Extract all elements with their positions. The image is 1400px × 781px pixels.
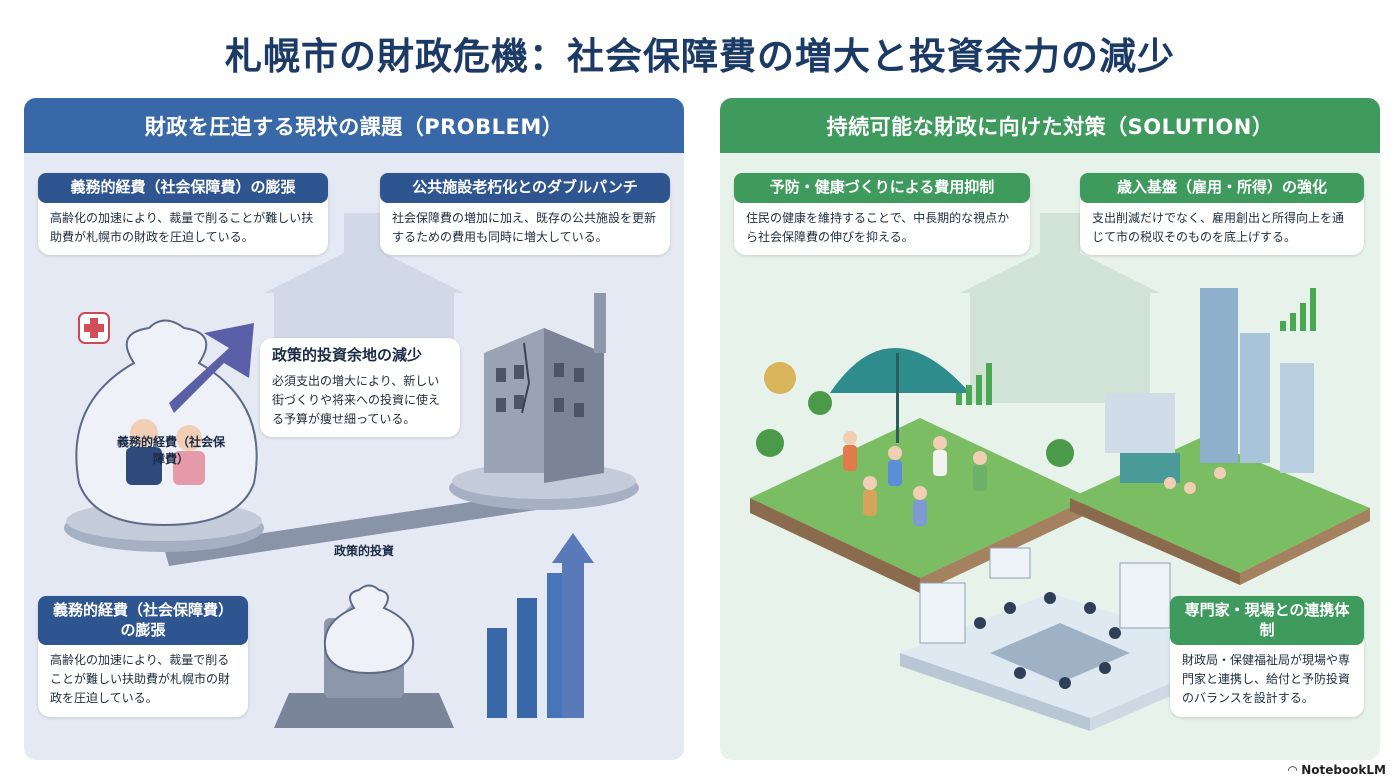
problem-card-title: 政策的投資余地の減少 (272, 346, 423, 364)
rising-arrow-icon (169, 323, 254, 413)
problem-panel-header: 財政を圧迫する現状の課題（PROBLEM） (24, 98, 684, 153)
solution-card-title: 予防・健康づくりによる費用抑制 (734, 173, 1030, 203)
problem-card-investment: 政策的投資余地の減少 必須支出の増大により、新しい街づくりや将来への投資に使える… (260, 338, 460, 438)
umbrella-icon (830, 348, 970, 393)
large-bag-label: 義務的経費（社会保障費） (116, 435, 225, 466)
scale-beam (164, 488, 569, 566)
balance-scale-illustration (64, 213, 639, 728)
growth-chart-icon (956, 363, 992, 405)
solution-card-prevention: 予防・健康づくりによる費用抑制 住民の健康を維持することで、中長期的な視点から社… (734, 173, 1030, 255)
problem-card-title: 義務的経費（社会保障費）の膨張 (38, 173, 328, 203)
people-exercising-icon (843, 431, 987, 526)
notebooklm-logo-icon: ◠ (1287, 763, 1298, 777)
problem-panel: 財政を圧迫する現状の課題（PROBLEM） (24, 98, 684, 760)
solution-card-body: 財政局・保健福祉局が現場や専門家と連携し、給付と予防投資のバランスを設計する。 (1182, 653, 1351, 706)
footer-brand: NotebookLM (1301, 763, 1386, 777)
elderly-man-icon (130, 419, 158, 447)
health-park-scene (750, 348, 1090, 593)
problem-card-aging-facilities: 公共施設老朽化とのダブルパンチ 社会保障費の増加に加え、既存の公共施設を更新する… (380, 173, 670, 255)
problem-card-social-security-repeat: 義務的経費（社会保障費）の膨張 高齢化の加速により、裁量で削ることが難しい扶助費… (38, 596, 248, 717)
solution-card-body: 支出削減だけでなく、雇用創出と所得向上を通じて市の税収そのものを底上げする。 (1092, 210, 1345, 244)
problem-card-body: 社会保障費の増加に加え、既存の公共施設を更新するための費用も同時に増大している。 (392, 210, 657, 244)
problem-card-title: 公共施設老朽化とのダブルパンチ (380, 173, 670, 203)
solution-card-title: 歳入基盤（雇用・所得）の強化 (1080, 173, 1364, 203)
solution-card-title: 専門家・現場との連携体制 (1170, 596, 1364, 645)
problem-card-title: 義務的経費（社会保障費）の膨張 (38, 596, 248, 645)
solution-panel: 持続可能な財政に向けた対策（SOLUTION） (720, 98, 1380, 760)
solution-panel-header: 持続可能な財政に向けた対策（SOLUTION） (720, 98, 1380, 153)
solution-card-revenue: 歳入基盤（雇用・所得）の強化 支出削減だけでなく、雇用創出と所得向上を通じて市の… (1080, 173, 1364, 255)
solution-card-body: 住民の健康を維持することで、中長期的な視点から社会保障費の伸びを抑える。 (746, 210, 1010, 244)
problem-card-body: 高齢化の加速により、裁量で削ることが難しい扶助費が札幌市の財政を圧迫している。 (50, 653, 231, 706)
problem-card-social-security: 義務的経費（社会保障費）の膨張 高齢化の加速により、裁量で削ることが難しい扶助費… (38, 173, 328, 255)
small-money-bag (323, 584, 415, 675)
notebooklm-watermark: ◠ NotebookLM (1288, 763, 1386, 777)
money-bag-icon (764, 362, 796, 394)
problem-card-body: 高齢化の加速により、裁量で削ることが難しい扶助費が札幌市の財政を圧迫している。 (50, 210, 314, 244)
growth-chart-icon (1280, 288, 1316, 331)
solution-card-collaboration: 専門家・現場との連携体制 財政局・保健福祉局が現場や専門家と連携し、給付と予防投… (1170, 596, 1364, 717)
aging-building-icon (484, 293, 606, 483)
city-employment-scene (1070, 288, 1370, 585)
scale-base (274, 693, 454, 728)
bar-chart-icon (487, 533, 594, 718)
elderly-woman-icon (176, 425, 202, 451)
city-hall-background-icon (960, 213, 1160, 403)
problem-card-body: 必須支出の増大により、新しい街づくりや将来への投資に使える予算が痩せ細っている。 (272, 373, 441, 426)
page-title: 札幌市の財政危機：社会保障費の増大と投資余力の減少 (225, 35, 1175, 78)
small-bag-label: 政策的投資 (333, 544, 394, 558)
